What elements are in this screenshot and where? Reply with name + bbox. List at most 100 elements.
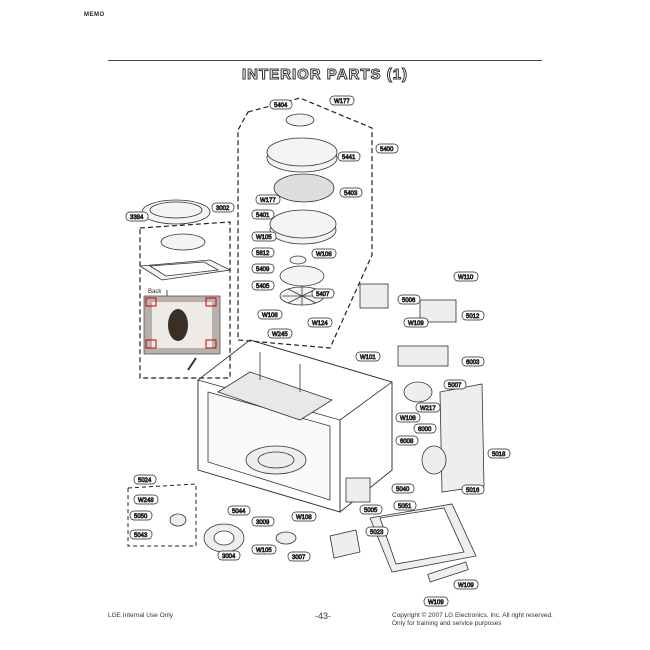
label-5043: 5043 bbox=[129, 529, 153, 540]
label-W217: W217 bbox=[415, 402, 441, 413]
label-W108b: W108 bbox=[257, 309, 283, 320]
svg-text:5051: 5051 bbox=[398, 504, 412, 510]
svg-text:5405: 5405 bbox=[256, 284, 270, 290]
svg-text:W124: W124 bbox=[312, 321, 328, 327]
label-5612: 5612 bbox=[251, 247, 275, 258]
svg-text:W105: W105 bbox=[256, 548, 272, 554]
svg-text:5018: 5018 bbox=[492, 452, 506, 458]
label-W177a: W177 bbox=[329, 95, 355, 106]
svg-text:W248: W248 bbox=[138, 498, 154, 504]
svg-text:5007: 5007 bbox=[448, 383, 462, 389]
copyright-line: Copyright © 2007 LG Electronics. Inc. Al… bbox=[392, 612, 553, 619]
page-title: INTERIOR PARTS (1) bbox=[241, 66, 409, 84]
svg-text:5043: 5043 bbox=[134, 533, 148, 539]
svg-text:W105: W105 bbox=[256, 235, 272, 241]
label-3009: 3009 bbox=[251, 516, 275, 527]
svg-text:5024: 5024 bbox=[138, 478, 152, 484]
svg-text:5005: 5005 bbox=[364, 508, 378, 514]
svg-text:W177: W177 bbox=[260, 198, 276, 204]
lower-left-parts bbox=[169, 513, 297, 553]
label-3002: 3002 bbox=[211, 202, 235, 213]
label-W108d: W108 bbox=[291, 511, 317, 522]
label-W108c: W108 bbox=[395, 412, 421, 423]
label-5409: 5409 bbox=[251, 263, 275, 274]
damper-assembly-boundary bbox=[127, 483, 197, 547]
svg-text:5012: 5012 bbox=[466, 314, 480, 320]
svg-text:W108: W108 bbox=[262, 313, 278, 319]
label-5050: 5050 bbox=[129, 510, 153, 521]
label-5051: 5051 bbox=[393, 500, 417, 511]
label-5006: 5006 bbox=[397, 294, 421, 305]
label-5005: 5005 bbox=[359, 504, 383, 515]
label-W109b: W109 bbox=[453, 579, 479, 590]
svg-text:5441: 5441 bbox=[342, 155, 356, 161]
label-5400: 5400 bbox=[375, 143, 399, 154]
label-5007: 5007 bbox=[443, 379, 467, 390]
svg-text:5016: 5016 bbox=[466, 488, 480, 494]
svg-text:W108: W108 bbox=[400, 416, 416, 422]
label-W108a: W108 bbox=[311, 248, 337, 259]
svg-text:W101: W101 bbox=[360, 355, 376, 361]
label-5441: 5441 bbox=[337, 151, 361, 162]
svg-text:5401: 5401 bbox=[256, 213, 270, 219]
svg-text:3004: 3004 bbox=[222, 554, 236, 560]
label-5404: 5404 bbox=[269, 99, 293, 110]
label-5016: 5016 bbox=[461, 484, 485, 495]
svg-text:W108: W108 bbox=[296, 515, 312, 521]
svg-text:W109: W109 bbox=[408, 321, 424, 327]
svg-text:W245: W245 bbox=[272, 332, 288, 338]
label-6003: 6003 bbox=[461, 356, 485, 367]
cavity-body bbox=[197, 339, 393, 513]
svg-text:3009: 3009 bbox=[256, 520, 270, 526]
right-components bbox=[329, 283, 485, 583]
svg-text:6008: 6008 bbox=[400, 439, 414, 445]
svg-text:W109: W109 bbox=[428, 600, 444, 606]
label-W109c: W109 bbox=[423, 596, 449, 607]
footer-copyright: Copyright © 2007 LG Electronics. Inc. Al… bbox=[392, 612, 553, 628]
svg-text:5409: 5409 bbox=[256, 267, 270, 273]
footer-internal-use: LGE Internal Use Only bbox=[108, 612, 174, 619]
label-3007: 3007 bbox=[287, 551, 311, 562]
label-3384: 3384 bbox=[125, 211, 149, 222]
label-W105b: W105 bbox=[251, 544, 277, 555]
label-W105a: W105 bbox=[251, 231, 277, 242]
upper-assembly-boundary bbox=[237, 97, 373, 349]
label-W110a: W110 bbox=[453, 271, 479, 282]
svg-text:3002: 3002 bbox=[216, 206, 230, 212]
label-W109a: W109 bbox=[403, 317, 429, 328]
label-6008: 6008 bbox=[395, 435, 419, 446]
label-5407: 5407 bbox=[311, 288, 335, 299]
label-W177b: W177 bbox=[255, 194, 281, 205]
label-5024: 5024 bbox=[133, 474, 157, 485]
label-5405: 5405 bbox=[251, 280, 275, 291]
svg-text:W110: W110 bbox=[458, 275, 474, 281]
label-W101: W101 bbox=[355, 351, 381, 362]
svg-text:5006: 5006 bbox=[402, 298, 416, 304]
svg-text:5050: 5050 bbox=[134, 514, 148, 520]
svg-text:W217: W217 bbox=[420, 406, 436, 412]
back-label: Back bbox=[148, 289, 162, 295]
back-photo bbox=[143, 295, 221, 355]
svg-text:5044: 5044 bbox=[232, 509, 246, 515]
tray-assembly-boundary bbox=[139, 221, 231, 379]
svg-text:3007: 3007 bbox=[292, 555, 306, 561]
svg-text:W108: W108 bbox=[316, 252, 332, 258]
label-5401: 5401 bbox=[251, 209, 275, 220]
label-5018: 5018 bbox=[487, 448, 511, 459]
label-5044: 5044 bbox=[227, 505, 251, 516]
glass-tray bbox=[138, 199, 232, 281]
label-5040: 5040 bbox=[391, 483, 415, 494]
svg-text:6003: 6003 bbox=[466, 360, 480, 366]
header-rule bbox=[108, 60, 542, 61]
svg-text:5400: 5400 bbox=[380, 147, 394, 153]
label-6000: 6000 bbox=[413, 423, 437, 434]
upper-parts bbox=[266, 113, 338, 306]
svg-text:W109: W109 bbox=[458, 583, 474, 589]
label-W124: W124 bbox=[307, 317, 333, 328]
svg-text:3384: 3384 bbox=[130, 215, 144, 221]
label-W245: W245 bbox=[267, 328, 293, 339]
training-note: Only for training and service purposes bbox=[392, 620, 502, 627]
label-W248: W248 bbox=[133, 494, 159, 505]
svg-text:W177: W177 bbox=[334, 99, 350, 105]
